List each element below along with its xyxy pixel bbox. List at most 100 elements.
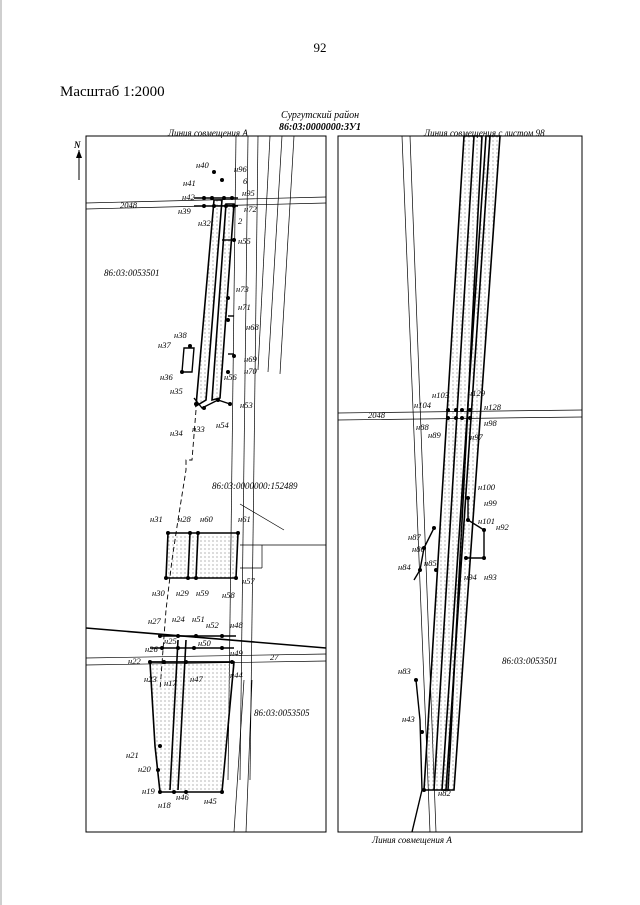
point-label: н86 [412,544,425,554]
point-label: н51 [192,614,205,624]
point-label: н54 [216,420,229,430]
point-label: н100 [478,482,496,492]
line-label-left-27: 27 [270,652,279,662]
left-point-labels: н40 н96 н41 6 н95 н42 н39 н72 н32 2 н55 … [126,160,259,810]
point-label: н46 [176,792,189,802]
point-label: н94 [464,572,477,582]
north-label: N [73,140,81,150]
point-label: н37 [158,340,171,350]
point-label: н73 [236,284,249,294]
district-title: Сургутский район [280,110,360,121]
point-label: н89 [428,430,441,440]
point-label: н44 [230,670,243,680]
point-label: н57 [242,576,255,586]
point-label: н34 [170,428,183,438]
point-label: н26 [145,644,158,654]
right-top-caption: Линия совмещения с листом 98 [424,128,545,138]
right-point-markers [414,408,486,792]
point-label: н24 [172,614,185,624]
point-label: н88 [416,422,429,432]
point-label: н48 [230,620,243,630]
point-label: н59 [196,588,209,598]
point-label: н61 [238,514,251,524]
point-label: н20 [138,764,151,774]
point-label: н27 [148,616,161,626]
left-dotted-strip [195,199,223,408]
left-wedge-n37 [181,347,195,373]
point-label: 6 [243,176,248,186]
point-label: н103 [432,390,449,400]
point-label: н96 [234,164,247,174]
point-label: н22 [128,656,141,666]
point-label: н47 [190,674,203,684]
point-label: н36 [160,372,173,382]
point-label: н93 [484,572,497,582]
point-label: н29 [176,588,189,598]
left-top-caption: Линия совмещения А [168,128,248,138]
left-road-lines [85,135,327,833]
point-label: н70 [244,366,257,376]
parcel-label-left-1: 86:03:0053501 [104,268,160,278]
point-label: н42 [182,192,195,202]
right-point-labels: н103 н129 н104 н128 н88 н98 н89 н97 н100… [398,388,509,798]
point-label: н99 [484,498,497,508]
parcel-label-right-1: 86:03:0053501 [502,656,558,666]
point-label: н30 [152,588,165,598]
point-label: н60 [200,514,213,524]
point-label: н52 [206,620,219,630]
point-label: н50 [198,638,211,648]
line-label-left-2048: 2048 [120,200,138,210]
point-label: н23 [144,674,157,684]
point-label: н49 [230,648,243,658]
point-label: н18 [158,800,171,810]
point-label: н72 [244,204,257,214]
point-label: н45 [204,796,217,806]
scale-label: Масштаб 1:2000 [60,84,165,100]
left-upper-rect [165,532,239,579]
point-label: н41 [183,178,196,188]
point-label: н104 [414,400,432,410]
point-label: н83 [398,666,411,676]
point-label: н95 [242,188,255,198]
left-dotted-strip-b [211,203,235,402]
right-panel-frame [337,135,583,833]
page-number: 92 [313,40,327,55]
point-label: н39 [178,206,191,216]
point-label: н84 [398,562,411,572]
point-label: н128 [484,402,502,412]
parcel-label-left-3: 86:03:0053505 [254,708,310,718]
point-label: н55 [238,236,251,246]
point-label: н40 [196,160,209,170]
point-label: н35 [170,386,183,396]
point-label: н87 [408,532,421,542]
point-label: н28 [178,514,191,524]
point-label: н56 [224,372,237,382]
point-label: н71 [238,302,251,312]
left-point-markers [148,170,240,794]
point-label: н53 [240,400,253,410]
point-label: н58 [222,590,235,600]
point-label: н101 [478,516,495,526]
left-panel-frame [85,135,327,833]
point-label: н69 [244,354,257,364]
point-label: н82 [438,788,451,798]
point-label: н31 [150,514,163,524]
point-label: н17 [164,678,177,688]
point-label: н68 [246,322,259,332]
point-label: н38 [174,330,187,340]
point-label: н25 [164,636,177,646]
point-label: н32 [198,218,211,228]
leader-line [239,503,285,531]
right-bottom-caption: Линия совмещения А [372,835,452,845]
scan-edge [0,0,2,905]
parcel-label-left-2: 86:03:0000000:152489 [212,481,298,491]
left-dashed-boundary [159,409,197,691]
point-label: н97 [470,432,483,442]
point-label: н92 [496,522,509,532]
point-label: н98 [484,418,497,428]
point-label: н85 [424,558,437,568]
point-label: н43 [402,714,415,724]
line-label-right-2048: 2048 [368,410,386,420]
north-arrow: N [73,140,82,180]
